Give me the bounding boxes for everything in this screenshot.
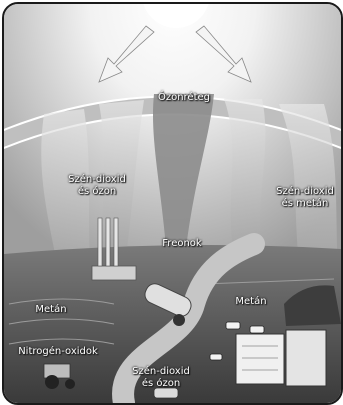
co2-ozone-bottom-line1: Szén-dioxid — [126, 366, 196, 378]
co2-methane-line2: és metán — [270, 198, 340, 210]
ozone-layer-label: Ózonréteg — [154, 92, 214, 104]
co2-ozone-label-left: Szén-dioxid és ózon — [62, 174, 132, 198]
co2-ozone-label-bottom: Szén-dioxid és ózon — [126, 366, 196, 390]
methane-label-left: Metán — [26, 304, 76, 316]
nitrogen-oxides-label: Nitrogén-oxidok — [8, 346, 108, 358]
refrigerator-icon — [236, 330, 326, 386]
co2-methane-line1: Szén-dioxid — [270, 186, 340, 198]
methane-label-right: Metán — [226, 296, 276, 308]
co2-methane-label: Szén-dioxid és metán — [270, 186, 340, 210]
freons-label: Freonok — [152, 238, 212, 250]
co2-ozone-left-line1: Szén-dioxid — [62, 174, 132, 186]
co2-ozone-bottom-line2: és ózon — [126, 378, 196, 390]
co2-ozone-left-line2: és ózon — [62, 186, 132, 198]
